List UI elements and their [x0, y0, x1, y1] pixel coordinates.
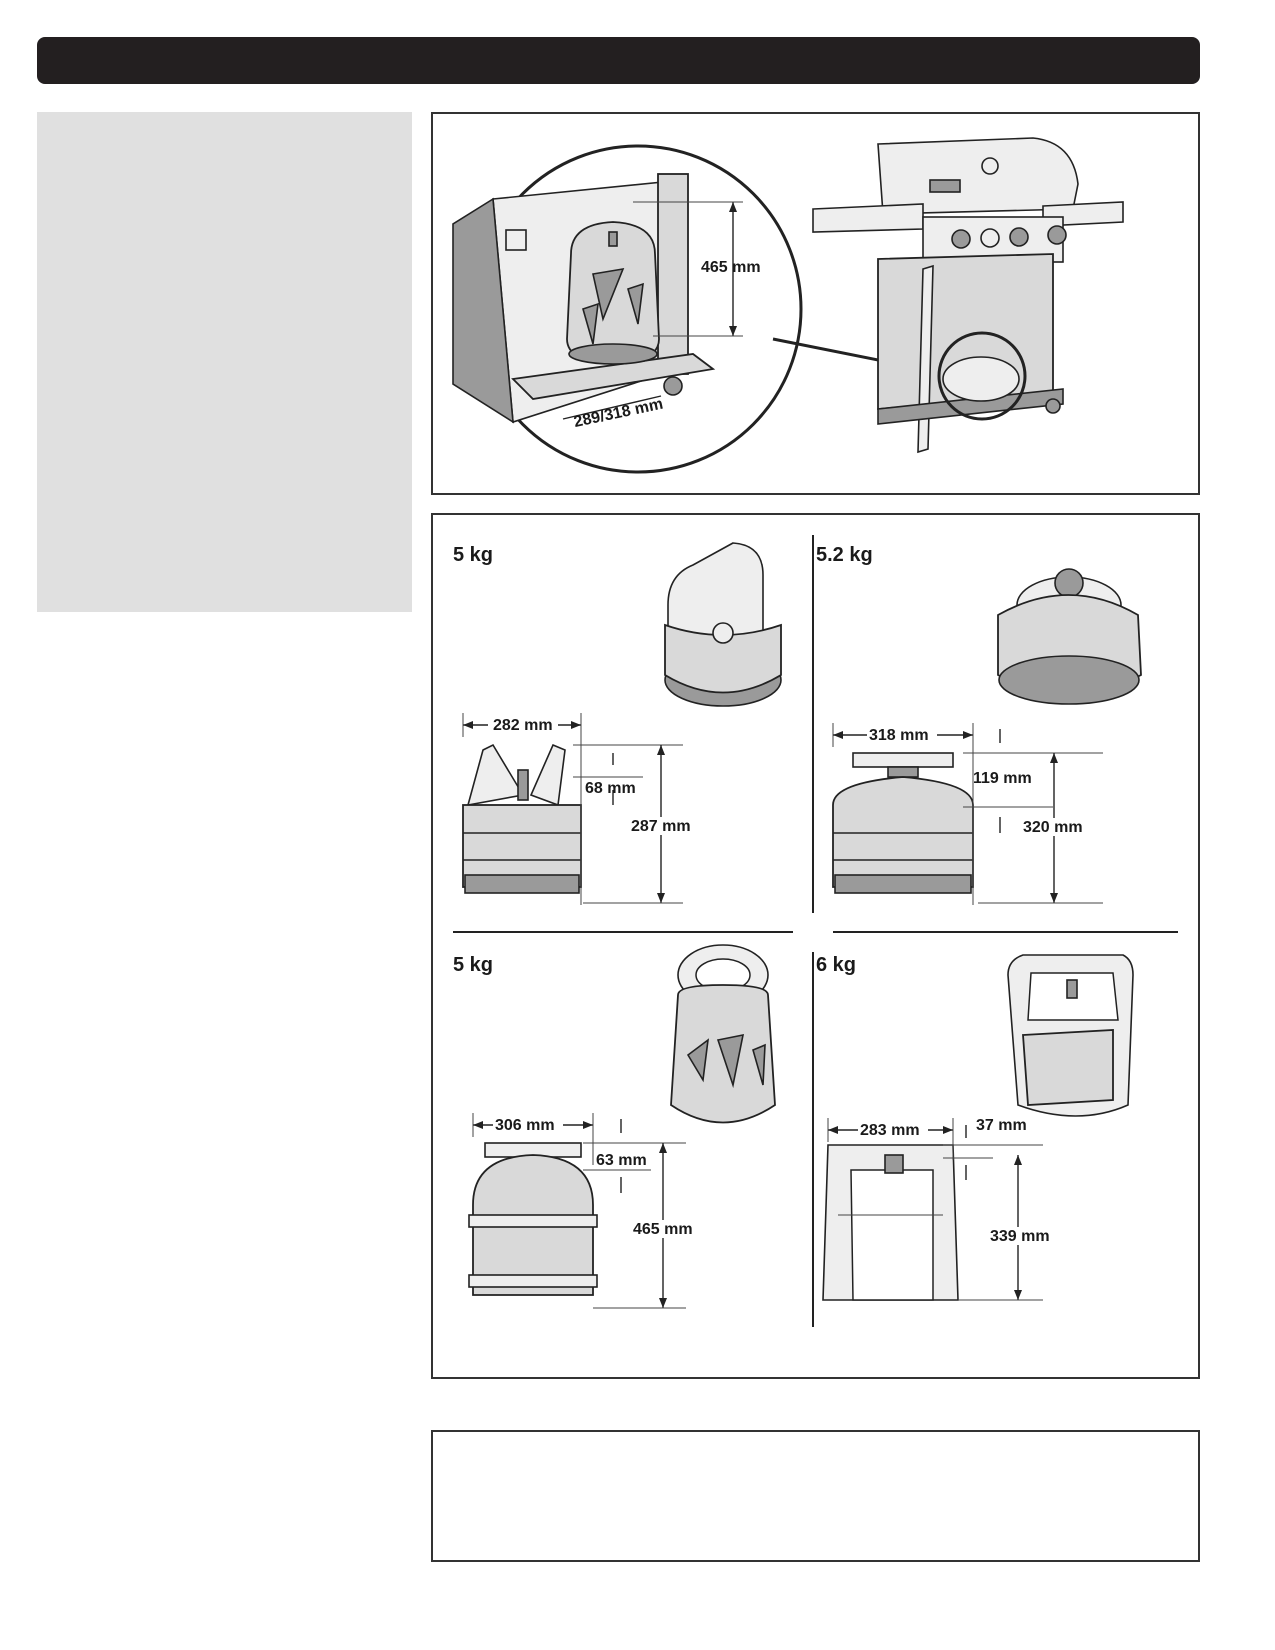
tank-1-height: 287 mm — [631, 818, 691, 835]
tank-4-perspective-icon — [1007, 954, 1134, 1117]
tank-2-front-icon — [832, 752, 974, 894]
tank-3-top-height: 63 mm — [596, 1152, 647, 1169]
tank-2-height: 320 mm — [1023, 819, 1083, 836]
tank-1-weight: 5 kg — [453, 544, 493, 566]
tank-4-height: 339 mm — [990, 1228, 1050, 1245]
tank-3-perspective-icon — [670, 944, 776, 1124]
tank-2-top-height: 119 mm — [973, 770, 1032, 787]
tank-3-width: 306 mm — [495, 1117, 555, 1134]
tank-1-top-height: 68 mm — [585, 780, 636, 797]
tank-3-height: 465 mm — [633, 1221, 693, 1238]
tank-1-width: 282 mm — [493, 717, 553, 734]
note-box — [431, 1430, 1200, 1562]
tank-3-weight: 5 kg — [453, 954, 493, 976]
tank-1-perspective-icon — [664, 542, 782, 707]
tank-3-front-icon — [468, 1142, 598, 1296]
side-panel — [37, 112, 412, 612]
tank-dimensions-frame: 5 kg 282 mm 68 mm — [431, 513, 1200, 1379]
tank-1-front-icon — [462, 743, 582, 894]
zoom-height-label: 465 mm — [701, 259, 761, 276]
tank-4-width: 283 mm — [860, 1122, 920, 1139]
tank-4-top-height: 37 mm — [976, 1117, 1027, 1134]
grill-illustration: 465 mm 289/318 mm — [452, 137, 1124, 474]
tank-2-weight: 5.2 kg — [816, 544, 873, 566]
header-bar — [37, 37, 1200, 84]
tank-4-front-icon — [822, 1144, 959, 1301]
grill-icon — [812, 137, 1124, 454]
tank-2-width: 318 mm — [869, 727, 929, 744]
tank-dimensions-illustration: 5 kg 282 mm 68 mm — [453, 535, 1178, 1327]
tank-4-weight: 6 kg — [816, 954, 856, 976]
grill-figure-frame: 465 mm 289/318 mm — [431, 112, 1200, 495]
tank-2-perspective-icon — [997, 568, 1142, 705]
zoom-tank-icon — [566, 221, 660, 365]
